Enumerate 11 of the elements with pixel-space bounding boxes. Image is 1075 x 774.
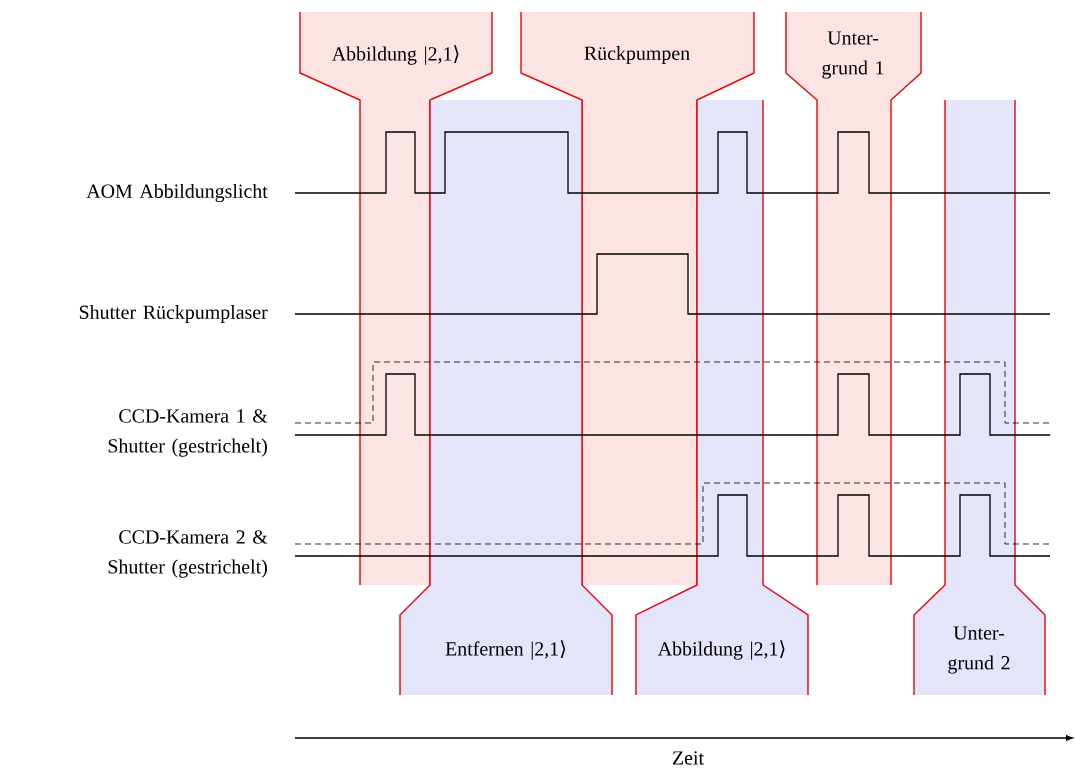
phase-band: Unter- grund 1	[785, 11, 922, 586]
axis-label: Zeit	[672, 751, 704, 765]
phase-band: Abbildung |2,1⟩	[299, 11, 493, 586]
signal-label: CCD-Kamera 1 & Shutter (gestrichelt)	[108, 409, 268, 457]
phase-band: Entfernen |2,1⟩	[399, 99, 613, 696]
phase-band: Rückpumpen	[520, 11, 755, 586]
phase-band: Abbildung |2,1⟩	[635, 99, 809, 696]
phase-band: Unter- grund 2	[913, 99, 1046, 696]
signal-label: Shutter Rückpumplaser	[79, 304, 268, 323]
signal-label: AOM Abbildungslicht	[86, 183, 268, 203]
signal-label: CCD-Kamera 2 & Shutter (gestrichelt)	[108, 530, 268, 578]
